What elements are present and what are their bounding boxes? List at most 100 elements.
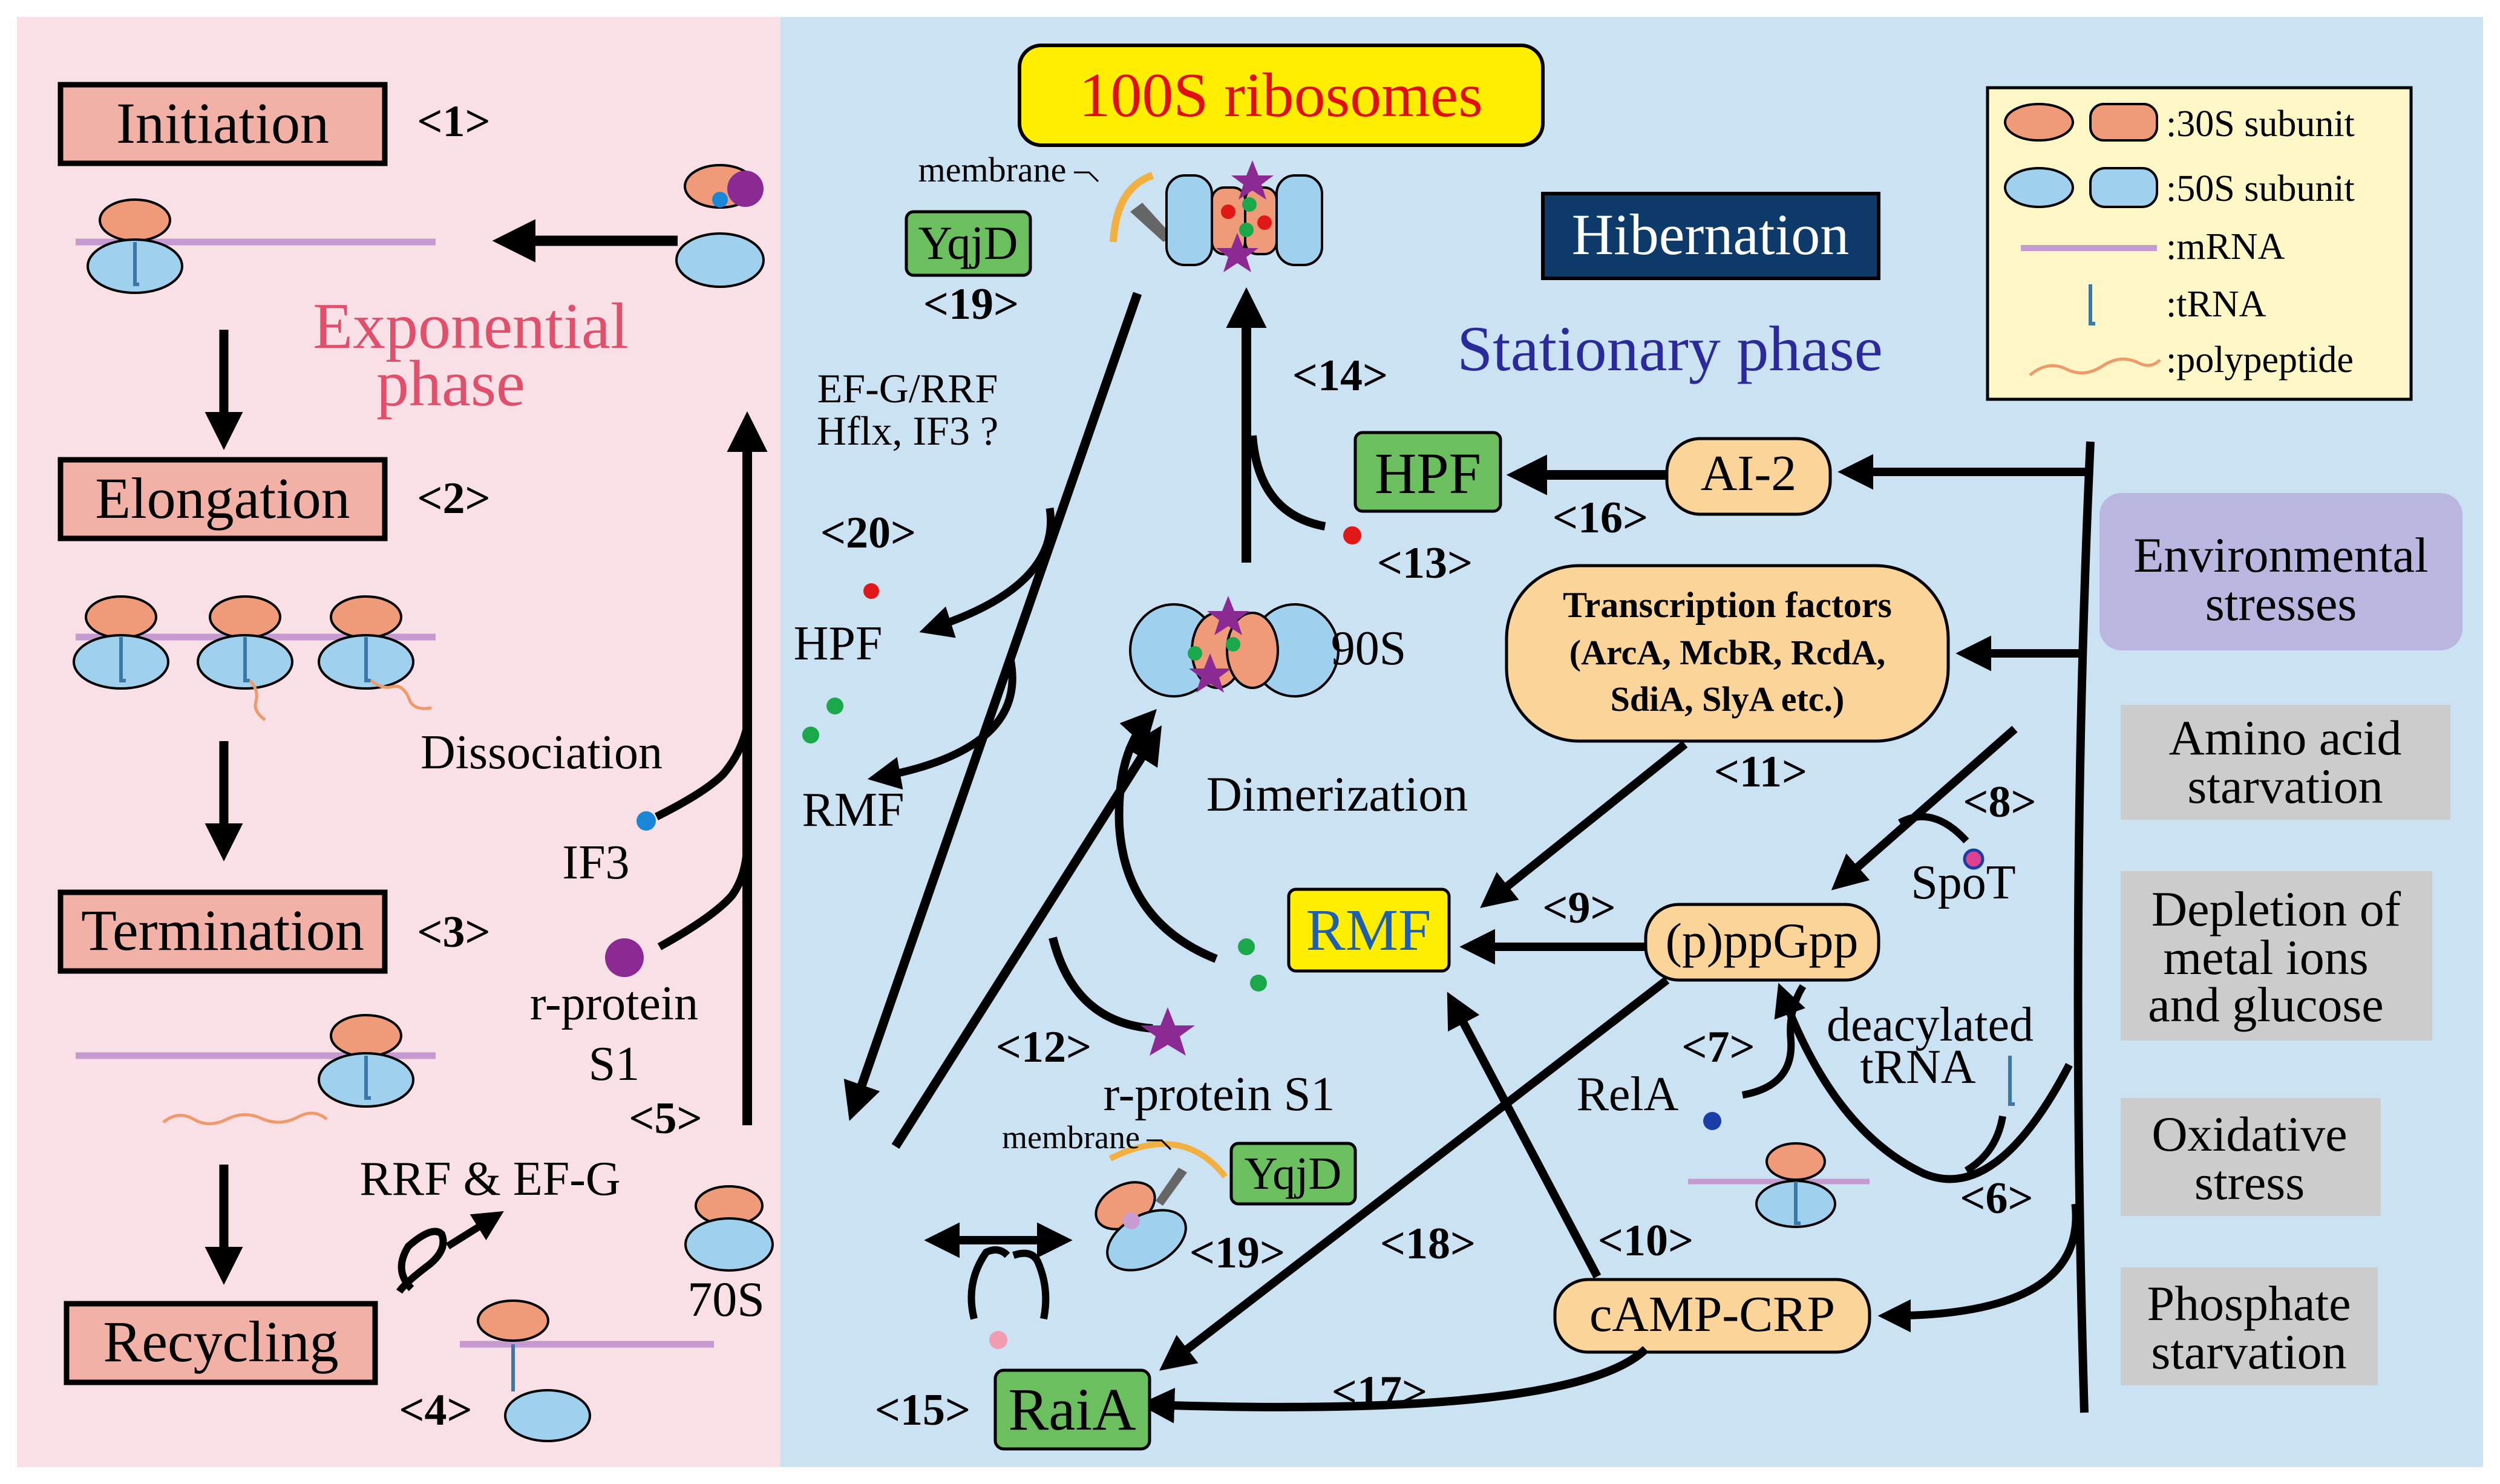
dimerization-main-arrow [891, 725, 1162, 1149]
yqjd-bottom: YqjD [1229, 1142, 1357, 1206]
hpf-dot [1257, 215, 1272, 230]
step-9-label: <9> [1542, 883, 1615, 933]
step-16-label: <16> [1553, 493, 1648, 543]
membrane-arc [1110, 172, 1154, 243]
subunit-50s-icon [1275, 174, 1323, 266]
elongation-stage: Elongation <2> [57, 457, 491, 541]
subunit-50s-icon [684, 1217, 774, 1272]
rrf-efg-label: RRF & EF-G [359, 1152, 620, 1206]
subunit-30s-icon [99, 198, 171, 242]
rmf-box [1287, 887, 1451, 973]
hpf-label: HPF [1375, 441, 1481, 506]
rmf-dot [826, 698, 843, 714]
step-14-label: <14> [1292, 351, 1388, 400]
legend-50s-label: :50S subunit [2166, 168, 2355, 209]
termination-ribosome [76, 1014, 436, 1125]
stress-trunk [2073, 441, 2095, 1413]
rela-dot [1703, 1112, 1721, 1130]
membrane-arc [1108, 1141, 1228, 1179]
subunit-50s-icon [2004, 167, 2074, 208]
hpf-free-label: HPF [794, 617, 883, 670]
rmf-dot [1250, 975, 1267, 992]
dissociation-label: Dissociation [420, 726, 663, 779]
rprotein-s1-star-icon [1140, 1007, 1195, 1056]
rmf-dot [1242, 197, 1257, 212]
if3-join-arrow [655, 725, 751, 820]
rmf-dot [1226, 637, 1240, 652]
oxidative-box [2121, 1098, 2381, 1216]
metal-glucose-line-3: and glucose [2148, 977, 2383, 1032]
rprotein-s1-star-icon [1231, 160, 1274, 200]
page-title: 100S ribosomes [1079, 60, 1482, 130]
polypeptide-icon [249, 679, 266, 721]
environmental-stresses: Environmental stresses [2099, 493, 2462, 650]
rmf-dot [1188, 646, 1202, 661]
membrane-bottom-leader [1147, 1139, 1172, 1151]
raia-dot [989, 1331, 1007, 1349]
legend-polypeptide-label: :polypeptide [2166, 339, 2354, 381]
phosphate-box [2121, 1267, 2378, 1385]
ppgpp-factor: (p)ppGpp [1644, 903, 1880, 982]
recycling-box [64, 1301, 378, 1385]
transcription-factors-box [1505, 564, 1950, 743]
step-20-label: <20> [820, 508, 916, 558]
step-11-label: <11> [1714, 747, 1807, 797]
phosphate-line-1: Phosphate [2147, 1276, 2351, 1331]
subunit-50s-icon [504, 1389, 591, 1442]
ninety-s-label: 90S [1331, 622, 1407, 675]
raia-factor: RaiA [993, 1368, 1151, 1451]
trna-ribosome-branch [1964, 1115, 2006, 1174]
rprotein-s1-left-label-1: r-protein [530, 977, 698, 1030]
recycling-label: Recycling [103, 1309, 338, 1374]
raia-label: RaiA [1008, 1376, 1136, 1443]
hpf-factor: HPF [1353, 431, 1502, 513]
recycling-stage: Recycling [64, 1301, 378, 1385]
camp-crp-factor: cAMP-CRP [1553, 1278, 1871, 1354]
initiation-box [57, 82, 388, 166]
subunit-30s-icon [477, 1299, 549, 1342]
step-13-label: <13> [1377, 538, 1473, 588]
raia-box [993, 1368, 1151, 1451]
trna-to-ppgpp-arrow [1774, 982, 2073, 1183]
trna-icon [119, 637, 126, 682]
deacylated-trna-label-2: tRNA [1860, 1041, 1975, 1094]
step-5-label: <5> [629, 1094, 702, 1143]
amino-acid-line-2: starvation [2187, 759, 2383, 814]
subunit-30s-icon [330, 595, 402, 639]
step-2-label: <2> [417, 474, 490, 523]
step-18-label: <18> [1380, 1219, 1476, 1269]
metal-glucose-stress: Depletion of metal ions and glucose [2121, 871, 2432, 1041]
elongating-ribosome [318, 595, 432, 710]
recycling-ribosome [460, 1299, 714, 1442]
polypeptide-icon [162, 1111, 328, 1125]
s1-join-arrow [657, 840, 751, 950]
tf-to-rmf-arrow [1480, 740, 1688, 909]
if3-dot [712, 192, 728, 208]
step-19a-label: <19> [923, 279, 1019, 329]
subunit-30s-icon [2089, 103, 2158, 142]
step-6-label: <6> [1960, 1174, 2033, 1223]
initiation-ribosome [76, 198, 436, 294]
hibernation-label: Hibernation [1572, 202, 1850, 267]
ai2-factor: AI-2 [1665, 437, 1832, 516]
polypeptide-icon [2029, 358, 2161, 376]
efg-rrf-label-1: EF-G/RRF [817, 365, 998, 411]
title-box: 100S ribosomes [1018, 44, 1545, 147]
subunit-50s-icon [1165, 174, 1213, 266]
transcription-factors: Transcription factors (ArcA, McbR, RcdA,… [1505, 564, 1950, 743]
oxidative-stress: Oxidative stress [2121, 1098, 2381, 1216]
title-background [1018, 44, 1545, 147]
membrane-ribosome [1095, 1141, 1228, 1272]
subunit-30s-icon [1765, 1142, 1826, 1181]
exponential-phase-label-1: Exponential [313, 290, 629, 362]
rprotein-s1-left-label-2: S1 [589, 1038, 640, 1091]
dimerization-label: Dimerization [1206, 767, 1468, 822]
elongation-box [57, 457, 388, 541]
rprotein-s1-dot [605, 938, 644, 977]
membrane-bottom-label: membrane [1002, 1119, 1140, 1155]
camp-crp-box [1553, 1278, 1871, 1354]
subunit-30s-icon [2004, 103, 2074, 142]
trna-icon [133, 242, 139, 286]
rmf-factor: RMF [1287, 887, 1451, 973]
hpf-dot [863, 583, 879, 599]
